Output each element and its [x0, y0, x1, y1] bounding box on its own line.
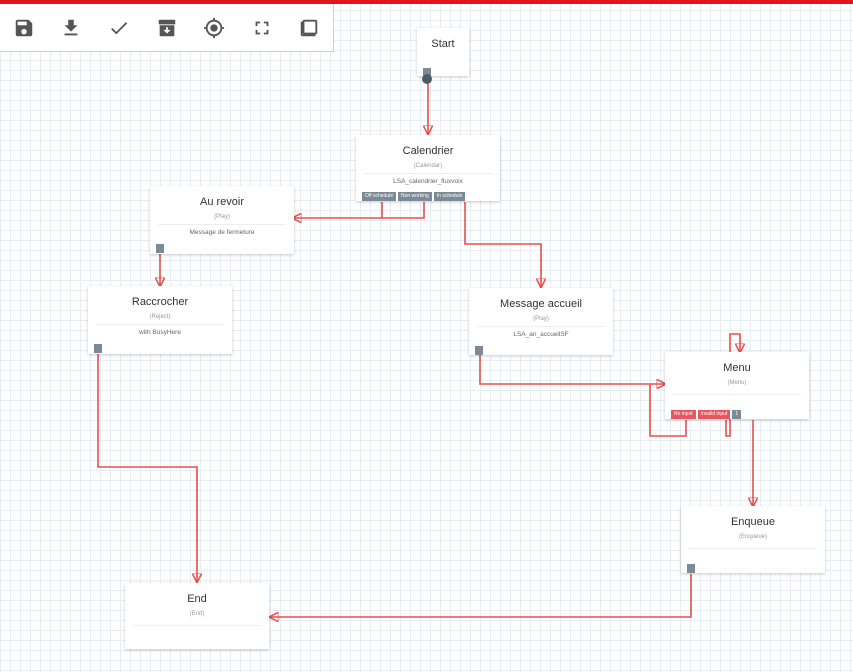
- output-port[interactable]: [475, 346, 483, 355]
- wire-offschedule-aurevoir: [293, 202, 383, 218]
- editor-toolbar: [0, 4, 334, 52]
- output-port[interactable]: [687, 564, 695, 573]
- output-option-1[interactable]: 1: [732, 410, 742, 419]
- target-icon: [204, 17, 225, 38]
- wire-inschedule-messageaccueil: [464, 202, 541, 287]
- output-non-working[interactable]: Non working: [397, 192, 432, 201]
- node-title: Calendrier: [402, 145, 454, 157]
- center-view-button[interactable]: [190, 4, 238, 52]
- fullscreen-icon: [255, 21, 269, 34]
- node-title: Raccrocher: [131, 296, 189, 308]
- output-port[interactable]: [423, 68, 431, 77]
- archive-icon: [158, 19, 175, 36]
- archive-button[interactable]: [143, 4, 191, 52]
- download-icon: [64, 19, 78, 35]
- wire-nonworking-aurevoir: [382, 202, 425, 219]
- output-list: No input Invalid input 1: [671, 410, 742, 419]
- divider: [689, 548, 817, 549]
- divider: [477, 326, 605, 327]
- download-button[interactable]: [48, 4, 96, 52]
- node-type: (End): [189, 611, 205, 617]
- node-title: Message accueil: [500, 298, 582, 310]
- output-in-schedule[interactable]: In schedule: [433, 192, 466, 201]
- divider: [133, 625, 261, 626]
- save-icon: [15, 19, 33, 36]
- output-port[interactable]: [94, 344, 102, 353]
- node-type: (Play): [533, 316, 549, 322]
- node-param: LSA_an_accueilSF: [513, 331, 569, 338]
- node-message-accueil[interactable]: Message accueil (Play) LSA_an_accueilSF: [469, 288, 613, 355]
- check-icon: [111, 21, 128, 34]
- divider: [673, 394, 801, 395]
- node-type: (Menu): [727, 380, 747, 386]
- node-title: Enqueue: [730, 516, 776, 528]
- wire-raccrocher-end: [97, 354, 197, 582]
- node-menu[interactable]: Menu (Menu) No input Invalid input 1: [665, 352, 809, 419]
- node-param: Message de fermeture: [189, 229, 255, 236]
- wire-enqueue-end: [270, 574, 692, 617]
- validate-button[interactable]: [95, 4, 143, 52]
- output-invalid-input[interactable]: Invalid input: [697, 410, 731, 419]
- fullscreen-button[interactable]: [238, 4, 286, 52]
- node-title: End: [187, 593, 207, 605]
- output-port[interactable]: [156, 244, 164, 253]
- node-title: Menu: [723, 362, 751, 374]
- node-au-revoir[interactable]: Au revoir (Play) Message de fermeture: [150, 186, 294, 254]
- copy-icon: [301, 19, 318, 36]
- node-type: (Play): [214, 214, 230, 220]
- node-end[interactable]: End (End): [125, 583, 269, 649]
- output-list: Off schedule Non working In schedule: [362, 192, 466, 201]
- divider: [96, 324, 224, 325]
- node-enqueue[interactable]: Enqueue (Enqueue): [681, 506, 825, 573]
- accent-top-bar: [0, 0, 853, 4]
- divider: [158, 224, 286, 225]
- node-param: LSA_calendrier_fluxvoix: [393, 178, 463, 185]
- connection-handle[interactable]: [422, 74, 432, 84]
- output-off-schedule[interactable]: Off schedule: [362, 192, 396, 201]
- wire-messageaccueil-menu: [479, 355, 665, 384]
- node-param: with BusyHere: [139, 329, 181, 336]
- node-title: Au revoir: [199, 196, 245, 208]
- copy-button[interactable]: [285, 4, 333, 52]
- node-raccrocher[interactable]: Raccrocher (Reject) with BusyHere: [88, 286, 232, 354]
- node-calendrier[interactable]: Calendrier (Calendar) LSA_calendrier_flu…: [356, 135, 500, 201]
- node-title: Start: [431, 38, 455, 50]
- save-button[interactable]: [0, 4, 48, 52]
- node-type: (Reject): [149, 314, 171, 320]
- node-start[interactable]: Start: [417, 28, 469, 84]
- output-no-input[interactable]: No input: [671, 410, 696, 419]
- divider: [364, 173, 492, 174]
- node-type: (Enqueue): [738, 534, 768, 540]
- node-type: (Calendar): [413, 163, 443, 169]
